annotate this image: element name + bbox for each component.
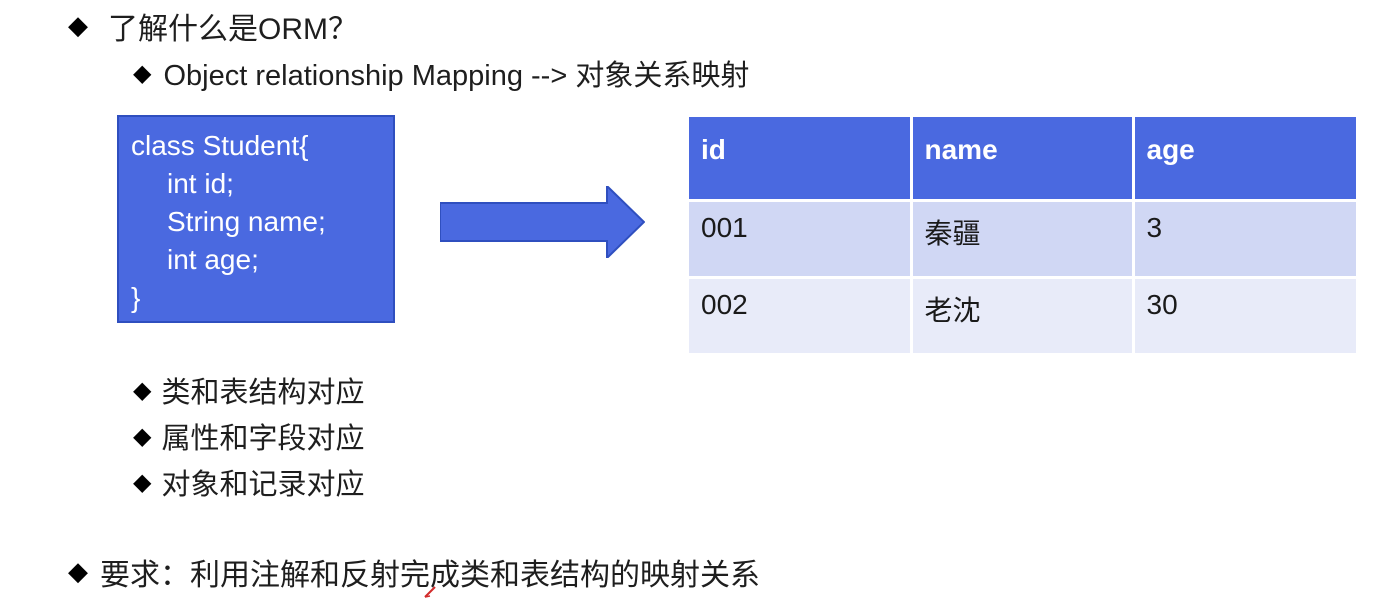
table-cell: 30 (1133, 277, 1356, 356)
diamond-bullet-icon: ◆ (133, 468, 152, 496)
heading-line: ◆ 了解什么是ORM？ (68, 4, 358, 48)
column-header-name: name (911, 117, 1135, 202)
list-item: ◆ 类和表结构对应 (133, 367, 364, 413)
requirement-text: 要求：利用注解和反射完成类和表结构的映射关系 (100, 559, 760, 592)
point-text: 对象和记录对应 (161, 469, 365, 501)
table-cell: 001 (689, 200, 913, 279)
heading-text: 了解什么是ORM？ (108, 13, 358, 46)
code-line: String name; (167, 206, 326, 237)
mapping-arrow-icon (440, 186, 645, 258)
pen-cursor-icon (424, 586, 436, 598)
code-line: class Student{ (131, 130, 309, 161)
column-header-id: id (689, 117, 913, 202)
code-line: } (131, 282, 141, 313)
subheading-text: Object relationship Mapping --> 对象关系映射 (163, 60, 750, 92)
table-cell: 老沈 (911, 277, 1135, 356)
table-header-row: id name age (689, 117, 1356, 202)
table-cell: 002 (689, 277, 913, 356)
requirement-line: ◆ 要求：利用注解和反射完成类和表结构的映射关系 (68, 550, 760, 594)
class-code-box: class Student{ int id; String name; int … (117, 115, 395, 323)
point-text: 属性和字段对应 (161, 423, 365, 455)
code-line: int age; (167, 244, 259, 275)
column-header-age: age (1133, 117, 1356, 202)
list-item: ◆ 属性和字段对应 (133, 413, 364, 459)
diamond-bullet-icon: ◆ (133, 59, 152, 87)
diamond-bullet-icon: ◆ (68, 11, 88, 41)
database-table: id name age 001 秦疆 3 002 老沈 30 (689, 117, 1356, 356)
code-line: int id; (167, 168, 234, 199)
subheading-line: ◆ Object relationship Mapping --> 对象关系映射 (133, 52, 749, 94)
table-cell: 3 (1133, 200, 1356, 279)
point-text: 类和表结构对应 (161, 377, 365, 409)
mapping-points-list: ◆ 类和表结构对应 ◆ 属性和字段对应 ◆ 对象和记录对应 (133, 367, 364, 505)
diamond-bullet-icon: ◆ (133, 422, 152, 450)
table-row: 001 秦疆 3 (689, 200, 1356, 279)
list-item: ◆ 对象和记录对应 (133, 459, 364, 505)
diamond-bullet-icon: ◆ (133, 376, 152, 404)
table-row: 002 老沈 30 (689, 277, 1356, 356)
table-cell: 秦疆 (911, 200, 1135, 279)
diamond-bullet-icon: ◆ (68, 557, 88, 587)
